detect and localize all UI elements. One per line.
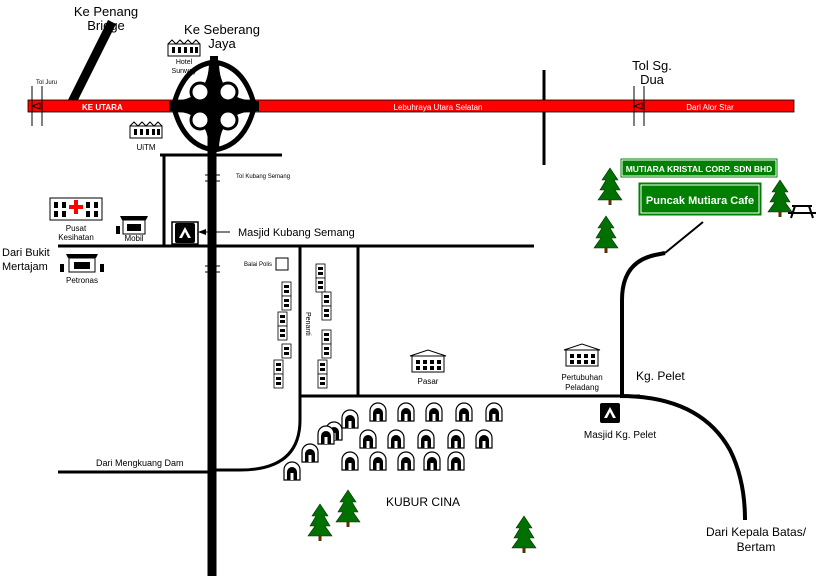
dari-bukit-mertajam-label-1: Dari Bukit xyxy=(2,247,50,259)
petronas-fuel-station-icon xyxy=(60,254,104,273)
cafe-pointer-line xyxy=(664,221,704,254)
health-center-building-icon xyxy=(49,197,103,221)
toll-markers xyxy=(30,86,645,273)
hotel-sunway-label-2: Sunway xyxy=(172,68,197,75)
pine-tree-icon xyxy=(593,215,619,254)
pertubuhan-peladang-building-icon xyxy=(563,343,601,367)
lebuhraya-label: Lebuhraya Utara Selatan xyxy=(394,103,483,112)
penanti-label: Penanti xyxy=(304,312,311,336)
arrow-to-masjid-icon xyxy=(198,229,230,235)
hotel-sunway-label-1: Hotel xyxy=(176,59,193,66)
dari-alor-star-label: Dari Alor Star xyxy=(686,103,734,112)
mosque-icon xyxy=(175,223,195,243)
balai-polis-label: Balai Polis xyxy=(244,262,272,268)
pine-tree-icon xyxy=(335,489,361,528)
ke-penang-bridge-label-2: Bridge xyxy=(87,18,125,33)
kubur-cina-label: KUBUR CINA xyxy=(386,495,460,509)
tol-sg-dua-label-2: Dua xyxy=(640,72,665,87)
mutiara-kristal-sign xyxy=(619,157,779,179)
dari-bukit-mertajam-label-2: Mertajam xyxy=(2,261,48,273)
ke-seberang-jaya-label-2: Jaya xyxy=(208,36,236,51)
dari-kepala-batas-label-2: Bertam xyxy=(737,540,776,554)
puncak-mutiara-cafe-sign xyxy=(637,181,763,217)
pusat-kesihatan-label-1: Pusat xyxy=(66,224,87,233)
pasar-label: Pasar xyxy=(418,377,439,386)
chinese-cemetery-graves xyxy=(283,402,503,481)
kg-pelet-label: Kg. Pelet xyxy=(636,369,685,383)
cloverleaf-interchange-icon xyxy=(169,56,259,153)
hotel-sunway-building-icon xyxy=(167,39,201,57)
trees xyxy=(307,167,793,554)
masjid-kg-pelet-label: Masjid Kg. Pelet xyxy=(584,430,656,441)
mutiara-kristal-label: MUTIARA KRISTAL CORP. SDN BHD xyxy=(626,164,773,174)
dari-mengkuang-dam-label: Dari Mengkuang Dam xyxy=(96,458,184,468)
tol-kubang-semang-label: Tol Kubang Semang xyxy=(236,174,290,180)
petronas-label: Petronas xyxy=(66,276,98,285)
police-station-icon xyxy=(275,257,289,271)
mosque-icon xyxy=(600,403,620,423)
pertubuhan-peladang-label-1: Pertubuhan xyxy=(561,373,602,382)
cafe-access-road xyxy=(620,251,666,396)
ke-utara-label: KE UTARA xyxy=(82,103,123,112)
pasar-building-icon xyxy=(409,349,447,373)
ke-seberang-jaya-label-1: Ke Seberang xyxy=(184,22,260,37)
pine-tree-icon xyxy=(307,503,333,542)
curve-to-junction xyxy=(214,400,302,472)
dari-kepala-batas-label-1: Dari Kepala Batas/ xyxy=(706,525,807,539)
local-roads xyxy=(58,19,747,576)
kepala-batas-road xyxy=(619,394,747,521)
uitm-building-icon xyxy=(129,121,163,139)
pine-tree-icon xyxy=(597,167,623,206)
penanti-houses xyxy=(273,263,332,389)
tol-juru-label: Tol Juru xyxy=(36,80,57,86)
puncak-mutiara-cafe-label: Puncak Mutiara Cafe xyxy=(646,195,754,207)
picnic-table-icon xyxy=(788,205,816,219)
tol-sg-dua-label-1: Tol Sg. xyxy=(632,58,672,73)
pusat-kesihatan-label-2: Kesihatan xyxy=(58,233,94,242)
masjid-kubang-semang-label: Masjid Kubang Semang xyxy=(238,227,355,239)
pertubuhan-peladang-label-2: Peladang xyxy=(565,383,599,392)
mobil-fuel-station-icon xyxy=(116,216,148,235)
penang-bridge-road xyxy=(63,19,117,113)
pine-tree-icon xyxy=(767,179,793,218)
ke-penang-bridge-label-1: Ke Penang xyxy=(74,4,138,19)
uitm-label: UiTM xyxy=(136,143,155,152)
pine-tree-icon xyxy=(511,515,537,554)
mobil-label: Mobil xyxy=(124,234,143,243)
